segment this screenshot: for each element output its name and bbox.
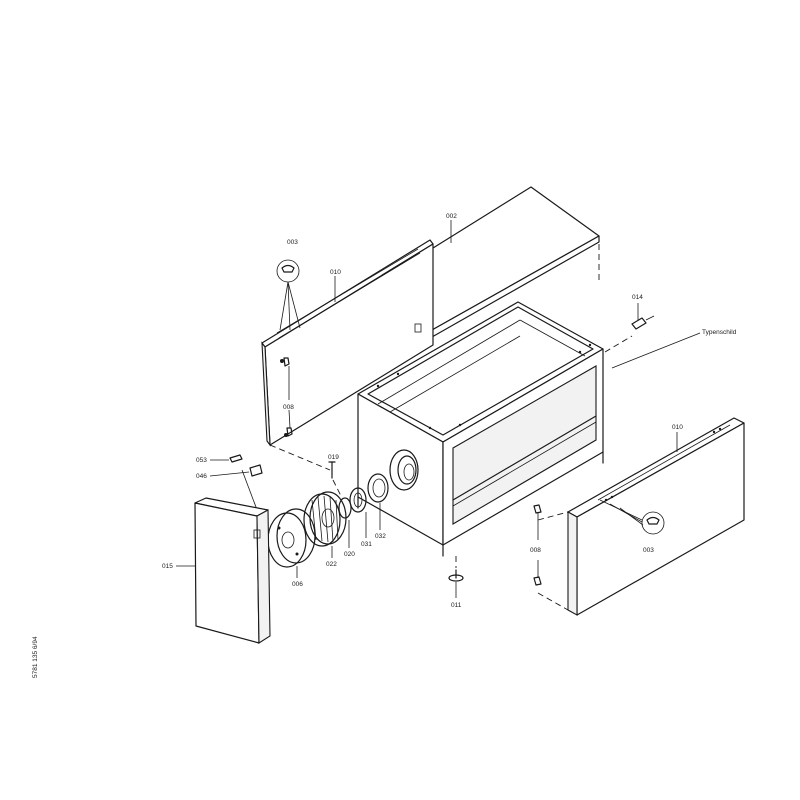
callout-labels: 002 003 010 008 014 Typenschild 010 003 … [32,213,737,678]
callout-010-top: 010 [330,269,341,276]
callout-002: 002 [446,213,457,220]
front-side-panel [537,417,745,616]
fastener-008-right [533,504,542,586]
callout-003-right: 003 [643,547,654,554]
fastener-003-top [276,259,301,331]
foot-011 [448,556,464,582]
callout-053: 053 [196,457,207,464]
main-housing [357,301,604,557]
cover-015 [194,497,271,644]
fan-assembly [267,473,389,568]
fastener-008-top [283,357,293,437]
callout-022: 022 [326,561,337,568]
screw-019 [328,461,343,499]
callout-019: 019 [328,454,339,461]
fastener-003-right [599,499,665,535]
margin-note: 5781 135 6/94 [32,636,39,678]
callout-032: 032 [375,533,386,540]
callout-011: 011 [451,602,462,609]
callout-008-right: 008 [530,547,541,554]
callout-006: 006 [292,581,303,588]
callout-008-top: 008 [283,404,294,411]
leader-lines [176,220,678,598]
callout-003-top: 003 [287,239,298,246]
callout-046: 046 [196,473,207,480]
callout-031: 031 [361,541,372,548]
rear-side-panel [261,239,434,471]
screw-014 [604,303,701,369]
callout-010-right: 010 [672,424,683,431]
callout-020: 020 [344,551,355,558]
callout-015: 015 [162,563,173,570]
callout-typenschild: Typenschild [702,329,737,336]
callout-014: 014 [632,294,643,301]
